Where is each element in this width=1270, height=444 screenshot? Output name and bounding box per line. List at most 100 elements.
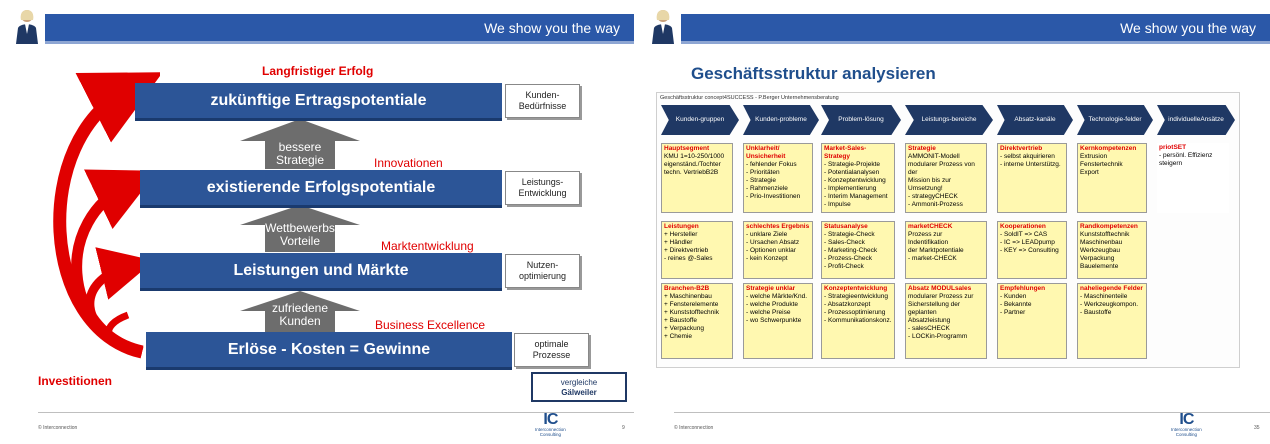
cell-line: modularer Prozess zur xyxy=(908,293,974,300)
cell-title: Konzeptentwicklung xyxy=(824,285,888,292)
cell-line: + Händler xyxy=(664,239,693,246)
cell-line: - Baustoffe xyxy=(1080,309,1112,316)
side-box-customer-needs: Kunden-Bedürfnisse xyxy=(505,84,580,118)
cell-line: - IC => LEADpump xyxy=(1000,239,1055,246)
column-header-chevron: Problem-lösung xyxy=(821,105,901,135)
gray-arrow-2 xyxy=(240,205,360,252)
cell-title: Strategie xyxy=(908,145,936,152)
cell-line: + Kunststofftechnik xyxy=(664,309,719,316)
header-bar: We show you the way xyxy=(681,14,1270,41)
header-strip xyxy=(45,41,634,44)
cell-line: - Prio-Investitionen xyxy=(746,193,801,200)
table-cell: Market-Sales-Strategy- Strategie-Projekt… xyxy=(821,143,895,213)
cell-line: - Strategie-Projekte xyxy=(824,161,880,168)
cell-line: steigern xyxy=(1159,160,1183,167)
bar-future-potentials: zukünftige Ertragspotentiale xyxy=(135,83,502,121)
cell-title: Empfehlungen xyxy=(1000,285,1046,292)
table-cell: naheliegende Felder- Maschinenteile- Wer… xyxy=(1077,283,1147,359)
footer-copyright: © Interconnection xyxy=(38,425,78,431)
cell-line: Maschinenbau xyxy=(1080,239,1123,246)
cell-title: Market-Sales-Strategy xyxy=(824,145,867,160)
cell-title: Branchen-B2B xyxy=(664,285,710,292)
cell-line: + Direktvertrieb xyxy=(664,247,709,254)
cell-line: - Prozessoptimierung xyxy=(824,309,886,316)
cell-line: - Interim Management xyxy=(824,193,888,200)
bar-products-markets: Leistungen und Märkte xyxy=(140,253,502,291)
gray-arrow-1 xyxy=(240,119,360,169)
cell-line: - Kunden xyxy=(1000,293,1027,300)
cell-line: - Absatzkonzept xyxy=(824,301,871,308)
cell-title: Direktvertrieb xyxy=(1000,145,1043,152)
cell-line: Mission bis zur Umsetzung! xyxy=(908,177,951,192)
cell-line: Bauelemente xyxy=(1080,263,1119,270)
cell-line: - Ursachen Absatz xyxy=(746,239,800,246)
column-header-chevron: Kunden-gruppen xyxy=(661,105,739,135)
business-structure-table: Geschäftsstruktur concept4SUCCESS - P.Be… xyxy=(656,92,1240,368)
cell-line: - strategyCHECK xyxy=(908,193,958,200)
cell-line: - kein Konzept xyxy=(746,255,788,262)
cell-line: + Verpackung xyxy=(664,325,704,332)
cell-title: marketCHECK xyxy=(908,223,953,230)
column-header-chevron: Technologie-felder xyxy=(1077,105,1153,135)
cell-line: - welche Preise xyxy=(746,309,791,316)
cell-line: KMU 1=10-250/1000 xyxy=(664,153,725,160)
cell-line: - persönl. Effizienz xyxy=(1159,152,1213,159)
bottom-label: Investitionen xyxy=(38,374,113,388)
market-label: Marktentwicklung xyxy=(381,239,474,253)
page-number: 9 xyxy=(622,425,625,431)
cell-line: - SoldIT => CAS xyxy=(1000,231,1048,238)
cell-line: - Werkzeugkompon. xyxy=(1080,301,1139,308)
cell-line: modularer Prozess von der xyxy=(908,161,975,176)
compare-box: vergleiche Gälweiler xyxy=(531,372,627,402)
cell-line: - Prioritäten xyxy=(746,169,780,176)
cell-title: Unklarheit/ Unsicherheit xyxy=(746,145,786,160)
cell-title: Hauptsegment xyxy=(664,145,710,152)
cell-line: - Implementierung xyxy=(824,185,877,192)
slide-left: We show you the way Langfristiger Erfolg… xyxy=(0,0,634,444)
cell-line: - Optionen unklar xyxy=(746,247,796,254)
cell-line: + Baustoffe xyxy=(664,317,697,324)
cell-line: - welche Produkte xyxy=(746,301,799,308)
bar-existing-potentials: existierende Erfolgspotentiale xyxy=(140,170,502,208)
page-number: 35 xyxy=(1254,425,1260,431)
cell-title: Leistungen xyxy=(664,223,699,230)
table-cell: Konzeptentwicklung- Strategieentwicklung… xyxy=(821,283,895,359)
red-growth-arrows xyxy=(53,72,160,359)
cell-line: - Bekannte xyxy=(1000,301,1032,308)
top-label: Langfristiger Erfolg xyxy=(262,64,374,78)
side-box-benefit: Nutzen-optimierung xyxy=(505,254,580,288)
cell-line: Fenstertechnik xyxy=(1080,161,1123,168)
cell-line: Prozess zur Indentifikation xyxy=(908,231,949,246)
cell-line: der Marktpotentiale xyxy=(908,247,964,254)
cell-line: Werkzeugbau xyxy=(1080,247,1120,254)
cell-line: - reines @-Sales xyxy=(664,255,713,262)
cell-line: Kunststofftechnik xyxy=(1080,231,1130,238)
cell-line: - LOCKin-Programm xyxy=(908,333,968,340)
cell-line: - Potentialanalysen xyxy=(824,169,880,176)
cell-line: - Kommunikationskonz. xyxy=(824,317,892,324)
cell-title: Kooperationen xyxy=(1000,223,1046,230)
consultant-person-icon xyxy=(16,10,38,44)
header-tagline: We show you the way xyxy=(484,19,620,36)
cell-line: + Fensterelemente xyxy=(664,301,719,308)
cell-title: priotSET xyxy=(1159,144,1187,151)
cell-line: - selbst akquirieren xyxy=(1000,153,1055,160)
cell-line: - Konzeptentwicklung xyxy=(824,177,886,184)
page-title: Geschäftsstruktur analysieren xyxy=(691,64,936,83)
cell-line: - Maschinenteile xyxy=(1080,293,1128,300)
cell-line: techn. VertriebB2B xyxy=(664,169,719,176)
cell-line: Absatzleistung xyxy=(908,317,951,324)
table-cell: Direktvertrieb- selbst akquirieren- inte… xyxy=(997,143,1067,213)
column-header-chevron: Leistungs-bereiche xyxy=(905,105,993,135)
table-cell: schlechtes Ergebnis- unklare Ziele- Ursa… xyxy=(743,221,813,279)
